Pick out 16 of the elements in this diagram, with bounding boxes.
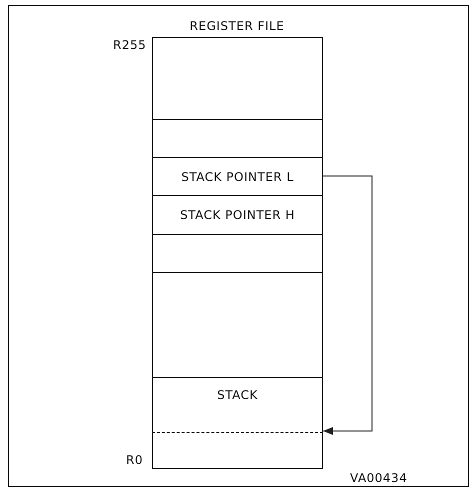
register-row [152, 157, 323, 196]
register-row [152, 432, 323, 469]
pointer-arrow [322, 176, 372, 435]
column-heading: REGISTER FILE [190, 19, 284, 33]
row-label: STACK POINTER L [181, 170, 294, 184]
register-row [152, 119, 323, 158]
register-row [152, 272, 323, 378]
register-number: R0 [126, 453, 143, 467]
row-label: STACK POINTER H [180, 208, 295, 222]
register-number: R255 [113, 38, 146, 52]
row-label: STACK [217, 388, 258, 402]
register-row [152, 37, 323, 120]
register-row [152, 377, 323, 433]
register-row [152, 234, 323, 273]
figure-number: VA00434 [350, 471, 408, 485]
register-row [152, 195, 323, 235]
